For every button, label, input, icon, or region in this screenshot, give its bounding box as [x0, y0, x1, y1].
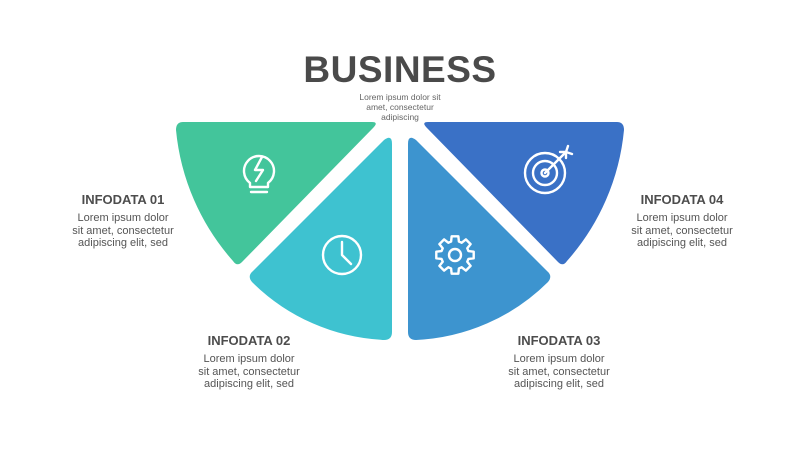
clock-icon — [321, 234, 363, 276]
gear-icon — [435, 235, 475, 275]
infodata-heading: INFODATA 02 — [207, 333, 291, 348]
infodata-body: Lorem ipsum dolor sit amet, consectetur … — [607, 212, 757, 250]
segment-2-shape — [249, 137, 392, 340]
infodata-body: Lorem ipsum dolor sit amet, consectetur … — [174, 353, 324, 391]
subtitle-line: amet, consectetur — [366, 102, 434, 112]
infodata-03-label: INFODATA 03 Lorem ipsum dolor sit amet, … — [484, 333, 634, 391]
infodata-heading: INFODATA 01 — [81, 192, 165, 207]
body-line: sit amet, consectetur — [198, 365, 300, 378]
infodata-heading: INFODATA 04 — [640, 192, 724, 207]
body-line: sit amet, consectetur — [508, 365, 610, 378]
target-icon — [523, 144, 574, 195]
body-line: adipiscing elit, sed — [78, 237, 168, 249]
subtitle-line: Lorem ipsum dolor sit — [359, 92, 441, 102]
body-line: Lorem ipsum dolor — [77, 212, 169, 224]
body-line: sit amet, consectetur — [631, 224, 733, 237]
page-title: BUSINESS — [303, 49, 497, 90]
body-line: sit amet, consectetur — [72, 224, 174, 237]
segment-3-shape — [408, 137, 551, 340]
body-line: adipiscing elit, sed — [514, 378, 604, 390]
infodata-02-label: INFODATA 02 Lorem ipsum dolor sit amet, … — [174, 333, 324, 391]
infodata-body: Lorem ipsum dolor sit amet, consectetur … — [484, 353, 634, 391]
body-line: adipiscing elit, sed — [637, 237, 727, 249]
infodata-04-label: INFODATA 04 Lorem ipsum dolor sit amet, … — [607, 192, 757, 250]
infodata-01-label: INFODATA 01 Lorem ipsum dolor sit amet, … — [48, 192, 198, 250]
segment-4-shape — [424, 122, 624, 265]
lightbulb-icon — [242, 154, 276, 194]
segment-1-shape — [176, 122, 376, 265]
page-subtitle: Lorem ipsum dolor sit amet, consectetur … — [330, 92, 470, 122]
body-line: Lorem ipsum dolor — [513, 353, 605, 365]
body-line: Lorem ipsum dolor — [203, 353, 295, 365]
subtitle-line: adipiscing — [381, 112, 419, 122]
infodata-heading: INFODATA 03 — [517, 333, 601, 348]
body-line: adipiscing elit, sed — [204, 378, 294, 390]
body-line: Lorem ipsum dolor — [636, 212, 728, 224]
infodata-body: Lorem ipsum dolor sit amet, consectetur … — [48, 212, 198, 250]
